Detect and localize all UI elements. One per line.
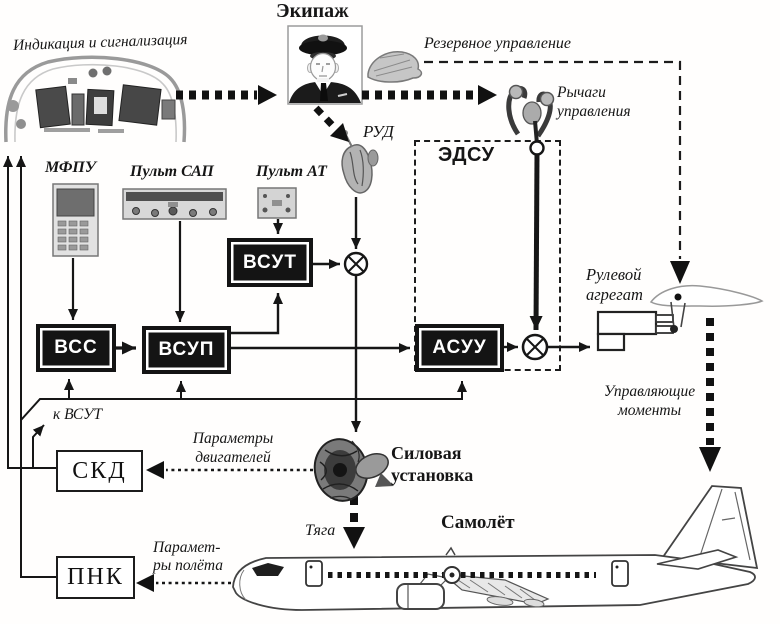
block-skd: СКД: [56, 450, 143, 492]
arrowhead-control-moments: [699, 447, 721, 472]
label-backup-control: Резервное управление: [424, 35, 571, 52]
block-vss-label: ВСС: [54, 337, 98, 358]
arrowhead-crew-to-rud: [330, 123, 349, 142]
sum-junction-thrust: [343, 251, 369, 277]
block-vsup: ВСУП: [142, 326, 231, 374]
yoke-node: [529, 140, 545, 156]
label-rud: РУД: [363, 122, 394, 141]
arrow-crew-to-rud: [313, 105, 337, 130]
cockpit-panel-image: [4, 55, 187, 143]
label-sap-panel: Пульт САП: [130, 163, 214, 180]
aircraft-image: [232, 485, 759, 611]
block-vsut-label: ВСУТ: [243, 251, 297, 273]
label-edsu: ЭДСУ: [438, 144, 495, 166]
block-vsut: ВСУТ: [227, 238, 313, 287]
block-skd-label: СКД: [72, 457, 127, 484]
label-power-plant: Силовая установка: [391, 443, 474, 485]
label-aircraft: Самолёт: [441, 512, 515, 533]
label-thrust: Тяга: [305, 522, 336, 539]
block-vss: ВСС: [36, 324, 116, 372]
block-asuu: АСУУ: [415, 324, 504, 372]
label-crew: Экипаж: [276, 0, 349, 22]
block-pnk: ПНК: [56, 556, 135, 599]
label-to-vsut: к ВСУТ: [53, 406, 103, 423]
arrowhead-panel-to-crew: [258, 85, 277, 105]
steering-actuator-image: [596, 284, 764, 352]
at-panel-image: [257, 187, 297, 219]
line-yoke-to-sum2: [529, 153, 543, 331]
label-at-panel: Пульт АТ: [256, 163, 327, 180]
sap-panel-image: [122, 188, 227, 220]
arrowhead-backup-control: [670, 261, 690, 284]
mfpu-device-image: [52, 183, 99, 257]
arrowhead-engine-params: [146, 461, 164, 479]
label-control-moments: Управляющие моменты: [603, 383, 696, 419]
arrowhead-thrust: [343, 527, 365, 549]
hand-image: [367, 51, 423, 83]
throttle-image: [341, 130, 379, 194]
engine-image: [313, 438, 394, 502]
control-yoke-image: [506, 84, 555, 145]
arrow-feedback-to-asuu: [20, 381, 467, 421]
arrow-vsup-to-vsut: [231, 293, 283, 335]
arrowhead-flight-params: [136, 574, 154, 592]
arrow-backup-control: [424, 60, 682, 259]
label-mfpu: МФПУ: [45, 159, 97, 176]
block-vsup-label: ВСУП: [158, 339, 215, 360]
sum-junction-control: [521, 333, 549, 361]
label-steering-unit: Рулевой агрегат: [586, 265, 643, 304]
arrow-skd-to-indication: [2, 156, 56, 469]
label-control-levers: Рычаги управления: [557, 84, 631, 120]
block-asuu-label: АСУУ: [432, 337, 487, 358]
label-engine-parameters: Параметры двигателей: [192, 430, 274, 466]
block-pnk-label: ПНК: [67, 564, 124, 590]
arrow-to-vsut-stub: [32, 424, 45, 468]
pilot-image: [287, 25, 363, 105]
arrowhead-crew-to-levers: [478, 85, 497, 105]
arrow-pnk-to-indication: [16, 156, 56, 578]
label-flight-parameters: Парамет- ры полёта: [153, 539, 224, 574]
